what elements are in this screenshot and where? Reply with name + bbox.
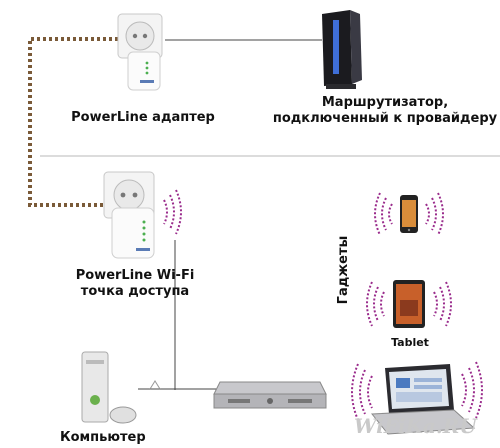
label-gadgets: Гаджеты — [336, 235, 351, 305]
label-powerline-wifi: PowerLine Wi-Fi точка доступа — [75, 268, 195, 299]
wifi-waves-phone — [374, 192, 444, 236]
phone-device — [400, 195, 418, 233]
settop-box-device — [213, 381, 327, 409]
wifi-waves-laptop — [351, 361, 483, 421]
ethernet-cable-devices — [138, 240, 218, 390]
label-tablet: Tablet — [391, 336, 429, 349]
powerline-adapter-device — [117, 13, 163, 91]
wifi-waves-access-point — [163, 189, 182, 235]
powerline-wifi-device — [103, 171, 155, 259]
watermark: WiFiKa.RU — [354, 414, 477, 438]
wifi-waves-tablet — [366, 281, 452, 327]
router-device — [322, 10, 362, 89]
label-computer: Компьютер — [60, 430, 146, 445]
powerline-cable — [28, 37, 118, 207]
computer-device — [81, 351, 137, 424]
label-router: Маршрутизатор, подключенный к провайдеру — [272, 95, 498, 126]
label-powerline-adapter: PowerLine адаптер — [71, 110, 215, 125]
tablet-device — [393, 280, 425, 328]
laptop-device — [370, 364, 476, 435]
